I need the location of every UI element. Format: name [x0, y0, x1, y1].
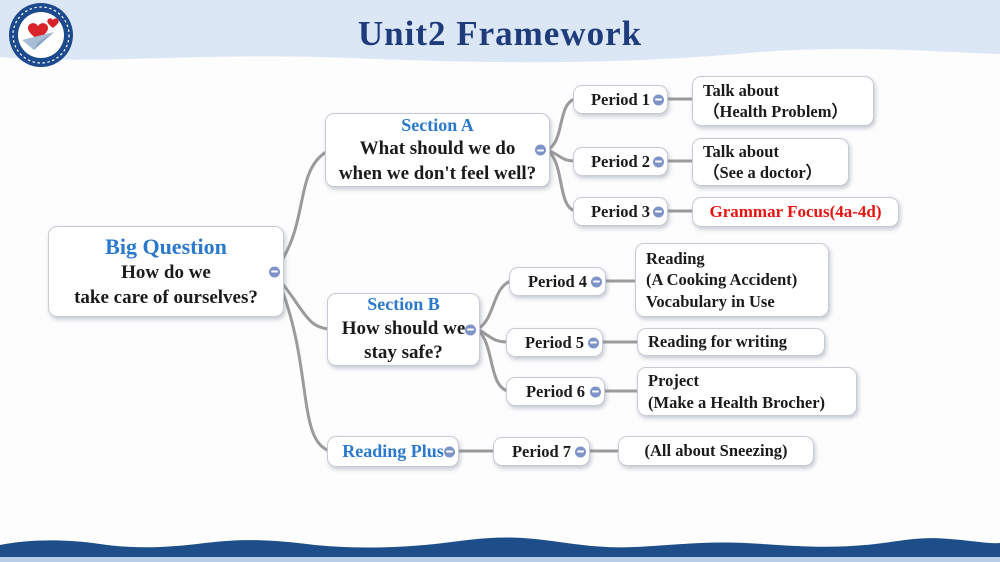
detail-line: (All about Sneezing) [644, 441, 788, 461]
node-line: take care of ourselves? [74, 286, 258, 308]
node-detail-period-1[interactable]: Talk about （Health Problem） [692, 76, 874, 126]
node-big-question[interactable]: Big Question How do we take care of ours… [48, 226, 284, 317]
node-detail-period-4[interactable]: Reading (A Cooking Accident) Vocabulary … [635, 243, 829, 317]
period-label: Period 3 [590, 201, 651, 221]
period-label: Period 1 [590, 89, 651, 109]
period-label: Period 5 [524, 332, 585, 352]
node-line: What should we do [359, 138, 516, 160]
node-detail-period-3[interactable]: Grammar Focus(4a-4d) [692, 197, 899, 227]
heart-small-icon [47, 18, 59, 28]
node-heading: Reading Plus [342, 440, 444, 461]
detail-line: (A Cooking Accident) [646, 270, 798, 290]
node-heading: Section A [401, 114, 474, 135]
collapse-icon[interactable] [653, 156, 664, 167]
paper-plane-icon [22, 32, 54, 50]
school-logo [9, 3, 73, 67]
collapse-icon[interactable] [535, 144, 546, 156]
node-line: stay safe? [364, 342, 443, 364]
heart-icon [28, 23, 48, 40]
detail-line: Reading [646, 248, 705, 268]
collapse-icon[interactable] [465, 324, 476, 335]
detail-line-highlight: Grammar Focus(4a-4d) [709, 201, 882, 221]
detail-line: Project [648, 371, 699, 391]
collapse-icon[interactable] [269, 266, 280, 277]
collapse-icon[interactable] [575, 446, 586, 457]
node-period-2[interactable]: Period 2 [573, 147, 668, 176]
node-detail-period-2[interactable]: Talk about （See a doctor） [692, 138, 849, 186]
node-period-6[interactable]: Period 6 [506, 377, 605, 406]
detail-line: Reading for writing [648, 332, 788, 352]
period-label: Period 2 [590, 151, 651, 171]
node-line: How do we [121, 262, 211, 284]
node-detail-period-6[interactable]: Project (Make a Health Brocher) [637, 367, 857, 416]
node-detail-period-5[interactable]: Reading for writing [637, 328, 825, 356]
node-line: How should we [341, 317, 466, 339]
node-period-3[interactable]: Period 3 [573, 197, 668, 226]
collapse-icon[interactable] [653, 94, 664, 105]
node-period-5[interactable]: Period 5 [506, 328, 603, 357]
node-section-b[interactable]: Section B How should we stay safe? [327, 293, 480, 366]
footer-wave [0, 537, 1000, 562]
page-title: Unit2 Framework [357, 14, 643, 53]
node-detail-period-7[interactable]: (All about Sneezing) [618, 436, 814, 466]
logo-ring-text [12, 6, 70, 64]
period-label: Period 4 [527, 271, 588, 291]
header-band [0, 0, 1000, 63]
node-heading: Big Question [105, 233, 227, 259]
detail-line: Talk about [703, 80, 779, 100]
detail-line: (Make a Health Brocher) [648, 392, 826, 412]
detail-line: Talk about [703, 141, 779, 161]
node-period-7[interactable]: Period 7 [493, 437, 590, 466]
node-period-1[interactable]: Period 1 [573, 85, 668, 114]
collapse-icon[interactable] [588, 337, 599, 348]
collapse-icon[interactable] [590, 386, 601, 397]
paper-plane-fold [34, 32, 54, 50]
collapse-icon[interactable] [444, 446, 455, 457]
detail-line: Vocabulary in Use [646, 291, 775, 311]
period-label: Period 7 [511, 441, 572, 461]
period-label: Period 6 [525, 381, 586, 401]
node-line: when we don't feel well? [338, 162, 537, 184]
node-heading: Section B [367, 294, 440, 315]
detail-line: （Health Problem） [703, 102, 848, 121]
collapse-icon[interactable] [591, 276, 602, 287]
detail-line: （See a doctor） [703, 163, 823, 182]
node-reading-plus[interactable]: Reading Plus [327, 436, 459, 467]
node-period-4[interactable]: Period 4 [509, 267, 606, 296]
collapse-icon[interactable] [653, 206, 664, 217]
node-section-a[interactable]: Section A What should we do when we don'… [325, 113, 550, 187]
